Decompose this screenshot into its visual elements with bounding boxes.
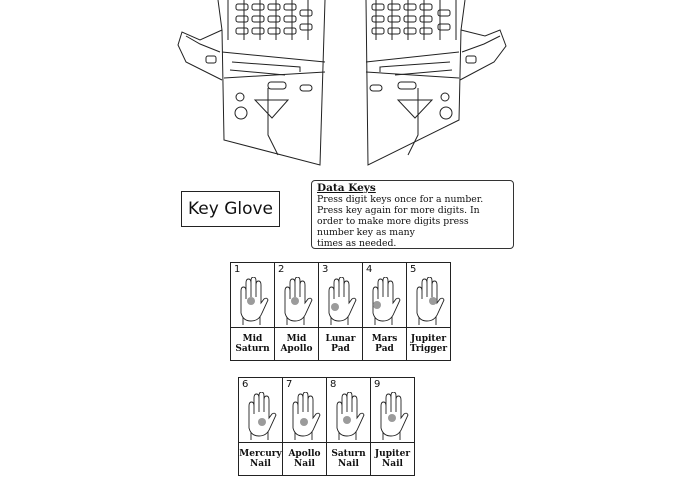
press-point-dot bbox=[373, 301, 381, 309]
key-number: 5 bbox=[410, 264, 417, 275]
key-9-cell: 9 bbox=[370, 377, 415, 443]
key-label: Saturn Nail bbox=[326, 442, 371, 476]
key-number: 4 bbox=[366, 264, 373, 275]
hand-icon bbox=[380, 392, 409, 440]
press-point-dot bbox=[258, 418, 266, 426]
press-point-dot bbox=[429, 297, 437, 305]
left-glove-drawing bbox=[177, 0, 326, 166]
key-4-cell: 4 bbox=[362, 262, 407, 328]
key-number: 6 bbox=[242, 379, 249, 390]
key-2-cell: 2 bbox=[274, 262, 319, 328]
hand-icon bbox=[416, 277, 445, 325]
key-glove-title: Key Glove bbox=[181, 191, 280, 227]
key-label: Mars Pad bbox=[362, 327, 407, 361]
key-number: 1 bbox=[234, 264, 241, 275]
key-number: 2 bbox=[278, 264, 285, 275]
key-number: 9 bbox=[374, 379, 381, 390]
key-1-cell: 1 bbox=[230, 262, 275, 328]
key-number: 8 bbox=[330, 379, 337, 390]
key-number: 3 bbox=[322, 264, 329, 275]
key-7-cell: 7 bbox=[282, 377, 327, 443]
key-label: Mercury Nail bbox=[238, 442, 283, 476]
press-point-dot bbox=[300, 418, 308, 426]
key-label: Lunar Pad bbox=[318, 327, 363, 361]
hand-icon bbox=[328, 277, 357, 325]
key-label: Jupiter Trigger bbox=[406, 327, 451, 361]
hand-icon bbox=[336, 392, 365, 440]
press-point-dot bbox=[291, 297, 299, 305]
key-label: Mid Saturn bbox=[230, 327, 275, 361]
press-point-dot bbox=[343, 416, 351, 424]
right-glove-drawing bbox=[365, 0, 507, 166]
key-label: Mid Apollo bbox=[274, 327, 319, 361]
hand-icon bbox=[284, 277, 313, 325]
hand-icon bbox=[240, 277, 269, 325]
data-keys-info-box: Data Keys Press digit keys once for a nu… bbox=[311, 180, 514, 249]
hand-icon bbox=[292, 392, 321, 440]
key-label: Apollo Nail bbox=[282, 442, 327, 476]
key-8-cell: 8 bbox=[326, 377, 371, 443]
hand-icon bbox=[248, 392, 277, 440]
data-keys-title: Data Keys bbox=[317, 182, 376, 194]
press-point-dot bbox=[388, 414, 396, 422]
press-point-dot bbox=[247, 297, 255, 305]
key-3-cell: 3 bbox=[318, 262, 363, 328]
glove-illustration bbox=[177, 0, 507, 166]
data-keys-text: Press digit keys once for a number. Pres… bbox=[317, 194, 484, 249]
hand-icon bbox=[372, 277, 401, 325]
key-number: 7 bbox=[286, 379, 293, 390]
key-label: Jupiter Nail bbox=[370, 442, 415, 476]
press-point-dot bbox=[331, 303, 339, 311]
key-5-cell: 5 bbox=[406, 262, 451, 328]
key-6-cell: 6 bbox=[238, 377, 283, 443]
